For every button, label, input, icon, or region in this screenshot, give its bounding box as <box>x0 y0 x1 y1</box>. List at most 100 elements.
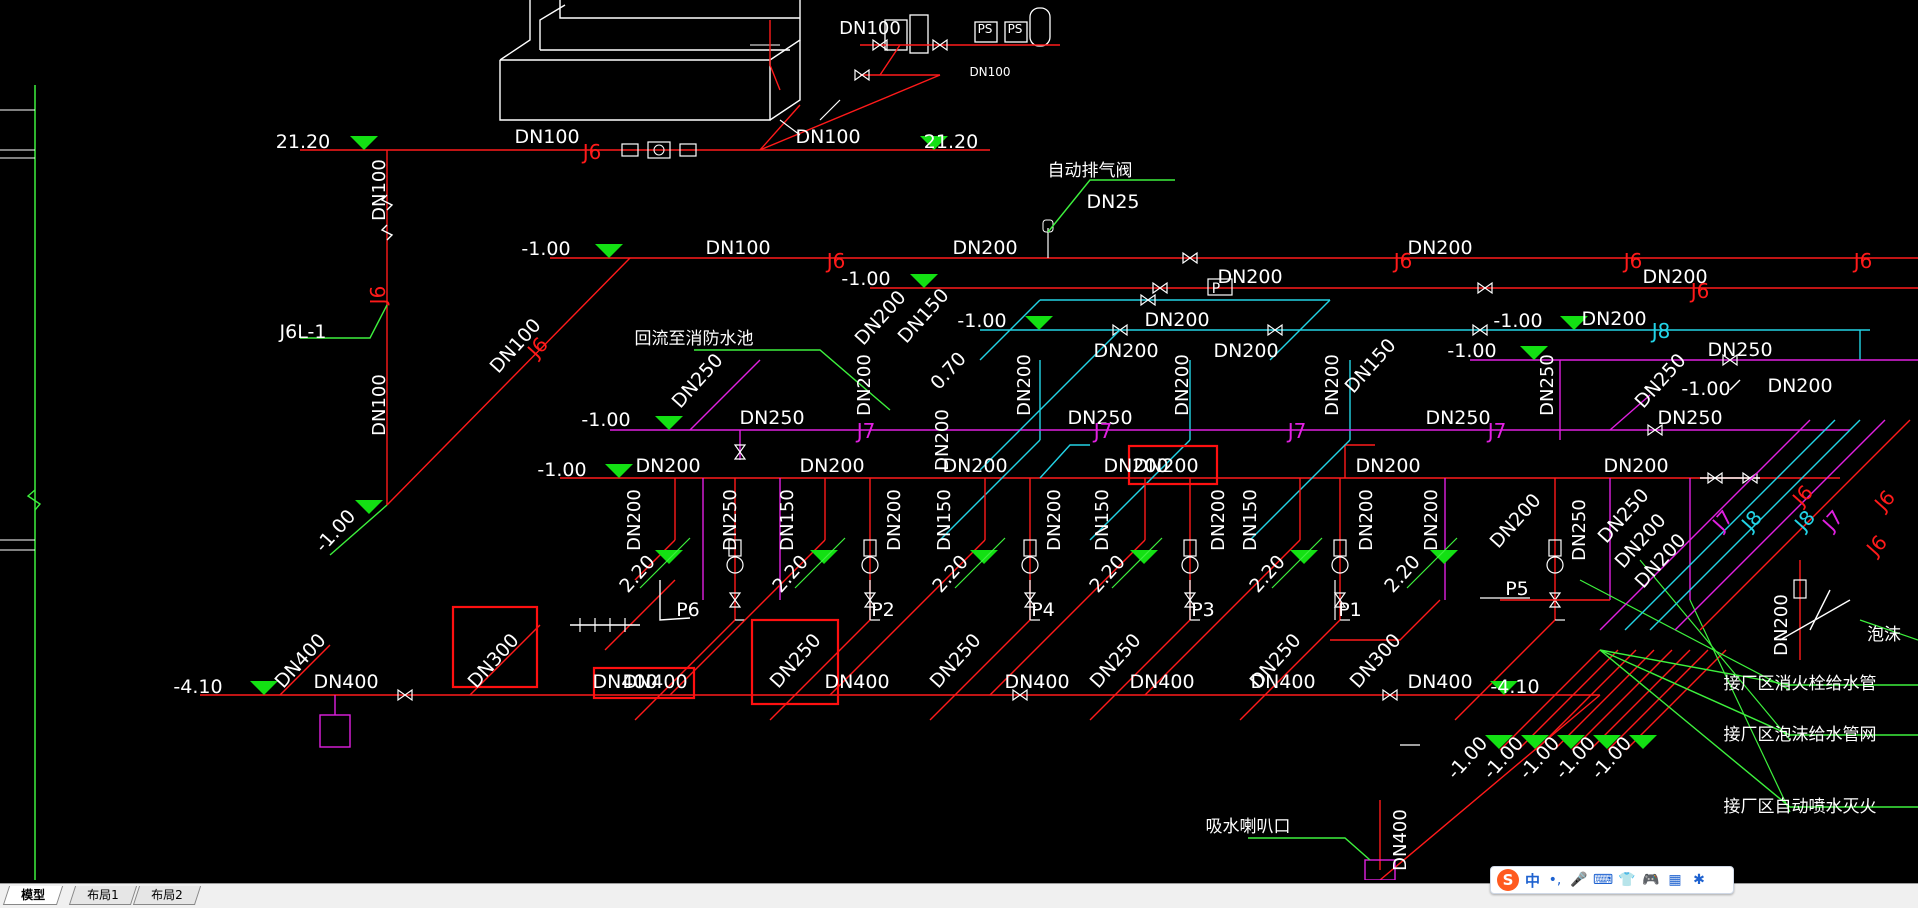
leader-line <box>1111 537 1163 589</box>
suction-bellmouth-icon <box>1364 859 1396 880</box>
pipe-path <box>979 329 1121 471</box>
tab-layout-2[interactable]: 布局2 <box>132 886 201 905</box>
pipe-path <box>1517 649 1619 751</box>
drawing-label: J7 <box>1092 419 1113 443</box>
valve-mark <box>779 119 801 136</box>
tab-model[interactable]: 模型 <box>2 886 64 905</box>
elevation-marker-icon <box>1025 316 1053 330</box>
drawing-label: DN400 <box>824 671 889 693</box>
drawing-label: DN400 <box>1407 671 1472 693</box>
pipe-path <box>1269 299 1331 361</box>
ime-mode-toggle[interactable]: 中 <box>1525 871 1541 890</box>
drawing-label: 接厂区泡沫给水管网 <box>1724 725 1877 745</box>
valve-mark <box>819 99 841 121</box>
gate-valve-icon <box>1477 281 1493 295</box>
drawing-label: DN250 <box>1707 339 1772 361</box>
drawing-label: DN100 <box>839 18 901 39</box>
drawing-label: DN200 <box>1486 489 1546 552</box>
pipe-path <box>634 539 676 581</box>
elevation-marker-icon <box>970 550 998 564</box>
pipe-path <box>1589 649 1691 751</box>
suction-pit-icon <box>319 714 351 748</box>
tab-layout-1[interactable]: 布局1 <box>68 886 137 905</box>
drawing-label: 自动排气阀 <box>1048 161 1133 181</box>
drawing-label: DN200 <box>799 455 864 477</box>
leader-line <box>329 504 388 556</box>
gate-valve-icon <box>1112 323 1128 337</box>
gate-valve-icon <box>863 592 877 608</box>
drawing-label: 吸水喇叭口 <box>1206 817 1291 837</box>
elevation-marker-icon <box>350 136 378 150</box>
pipe-path <box>279 644 331 696</box>
sogou-logo-icon[interactable]: S <box>1497 869 1519 891</box>
flow-meter-icon <box>621 143 639 157</box>
elevation-marker-icon <box>1593 735 1621 749</box>
drawing-label: DN400 <box>1129 671 1194 693</box>
pipe-path <box>1625 649 1727 751</box>
drawing-label: DN400 <box>1250 671 1315 693</box>
drawing-label: DN200 <box>1103 455 1168 477</box>
drawing-label: DN200 <box>1767 375 1832 397</box>
drawing-label: 接厂区自动喷水灭火 <box>1724 797 1877 817</box>
drawing-label: P1 <box>1338 599 1362 621</box>
break-symbol-icon <box>380 224 394 241</box>
drawing-label: DN200 <box>1421 489 1442 551</box>
drawing-label: P5 <box>1505 578 1529 600</box>
punctuation-icon[interactable]: •, <box>1548 872 1562 888</box>
pipe-path <box>634 619 736 721</box>
leader-line <box>1599 649 1918 686</box>
drawing-label: -1.00 <box>957 310 1006 332</box>
pipe-path <box>669 579 786 696</box>
leader-line <box>1689 599 1791 813</box>
leader-line <box>954 537 1006 589</box>
pipe-path <box>784 539 826 581</box>
toolbox-icon[interactable]: ▦ <box>1668 872 1682 888</box>
drawing-label: DN150 <box>1092 489 1113 551</box>
settings-icon[interactable]: ✱ <box>1693 872 1705 888</box>
pump-motor-icon <box>863 539 877 557</box>
drawing-label: J7 <box>1486 419 1507 443</box>
tab-model-label: 模型 <box>21 888 46 902</box>
flow-meter-icon <box>653 144 665 156</box>
elevation-marker-icon <box>1485 735 1513 749</box>
gate-valve-icon <box>397 688 413 702</box>
drawing-label: DN200 <box>1014 354 1035 416</box>
ime-toolbar[interactable]: S 中 •, 🎤 ⌨ 👕 🎮 ▦ ✱ <box>1490 866 1734 894</box>
drawing-label: DN400 <box>592 671 657 693</box>
microphone-icon[interactable]: 🎤 <box>1570 872 1588 888</box>
elevation-marker-icon <box>595 244 623 258</box>
drawing-label: -1.00 <box>311 505 360 556</box>
skin-icon[interactable]: 👕 <box>1618 872 1636 888</box>
drawing-label: DN100 <box>969 65 1010 79</box>
gate-valve-icon <box>1647 423 1663 437</box>
drawing-label: DN200 <box>1144 309 1209 331</box>
pipe-path <box>1809 589 1831 631</box>
pump-motor-icon <box>1548 539 1562 557</box>
highlight-box-dn300 <box>451 605 539 689</box>
drawing-label: DN150 <box>1240 489 1261 551</box>
drawing-label: -1.00 <box>1447 340 1496 362</box>
flow-meter-icon <box>647 141 671 159</box>
pump-icon <box>1546 556 1564 574</box>
pipe-path <box>1607 649 1709 751</box>
game-icon[interactable]: 🎮 <box>1642 872 1660 888</box>
drawing-label: DN200 <box>1322 354 1343 416</box>
pipe-path <box>929 619 1031 721</box>
gate-valve-icon <box>1140 293 1156 307</box>
elevation-marker-icon <box>1430 550 1458 564</box>
pipe-path <box>829 579 946 696</box>
keyboard-icon[interactable]: ⌨ <box>1592 872 1614 888</box>
gate-valve-icon <box>1707 471 1723 485</box>
drawing-label: 21.20 <box>276 131 330 153</box>
elevation-marker-icon <box>250 681 278 695</box>
drawing-label: DN250 <box>668 349 728 412</box>
gate-valve-icon <box>728 592 742 608</box>
elevation-marker-icon <box>1629 735 1657 749</box>
pipe-path <box>879 44 901 76</box>
pipe-path <box>1089 619 1191 721</box>
drawing-label: -1.00 <box>1443 732 1492 783</box>
drawing-label: -4.10 <box>173 676 222 698</box>
drawing-label: -1.00 <box>537 459 586 481</box>
